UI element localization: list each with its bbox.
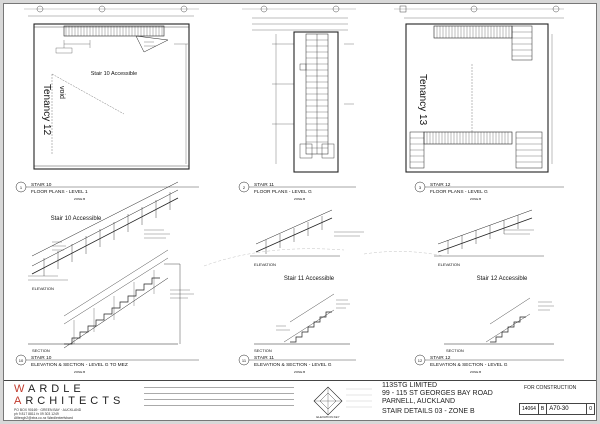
drawing-10-number: 10 [19,358,24,363]
issue-status: FOR CONSTRUCTION [524,385,577,391]
sheet-number-box: 14064 B A70-30 0 [519,403,595,415]
drawing-1-zone: ZONE B [74,197,85,201]
stair10-elevation-section [28,181,194,349]
site-address-line1: 99 - 115 ST GEORGES BAY ROAD [382,390,493,397]
drawing-11-number: 11 [242,358,247,363]
drawing-2-number: 2 [243,185,246,190]
elevation-key-caption: ELEVATION KEY [316,415,339,419]
stair12-section-label: Stair 12 Accessible [477,276,528,282]
drawing-sheet: Stair 10 Accessible Tenancy 12 void Tena… [3,3,597,421]
site-address-line2: PARNELL, AUCKLAND [382,398,456,405]
firm-email: Afitexgh2@xtra.co.nz Wardlexterfsbard [14,416,73,420]
title-block: WARDLE ARCHITECTS PO BOX 90169 · GREEN B… [4,380,596,420]
stair12-plan [394,5,564,173]
drawing-11-subtitle: ELEVATION & SECTION - LEVEL G [254,362,332,368]
drawing-2-title: STAIR 11 [254,182,274,188]
drawing-3-subtitle: FLOOR PLANS - LEVEL G [430,189,488,195]
firm-address: PO BOX 90169 · GREEN BAY · AUCKLAND [14,408,82,412]
drawing-3-number: 3 [419,185,422,190]
drawing-area: Stair 10 Accessible Tenancy 12 void Tena… [15,5,564,374]
client-name: 113STG LIMITED [382,382,438,389]
sheet-number: A70-30 [547,404,588,414]
drawing-1-number: 1 [20,185,23,190]
stair11-section-tag: SECTION [254,348,272,353]
job-number: 14064 [520,404,539,414]
stair11-elevation-tag: ELEVATION [254,262,276,267]
drawing-3-zone: ZONE B [470,197,481,201]
drawing-3-title: STAIR 12 [430,182,451,188]
firm-phone: ph 9 817 8811 fx 09 303 1249 [14,412,59,416]
stair12-section-tag: SECTION [446,348,464,353]
drawing-1-title: STAIR 10 [31,182,52,188]
stair11-plan [242,5,356,173]
stair12-elevation-tag: ELEVATION [438,262,460,267]
firm-logo: WARDLE ARCHITECTS PO BOX 90169 · GREEN B… [14,383,134,420]
drawing-12-number: 12 [418,358,423,363]
drawing-2-zone: ZONE B [294,197,305,201]
stair10-plan [24,5,199,170]
drawing-12-title: STAIR 12 [430,355,451,361]
drawing-11-zone: ZONE B [294,370,305,374]
drawing-12-zone: ZONE B [470,370,481,374]
project-info: 113STG LIMITED 99 - 115 ST GEORGES BAY R… [382,382,493,416]
drawing-11-title: STAIR 11 [254,355,274,361]
stair12-elevation-section [434,209,554,345]
drawing-12-subtitle: ELEVATION & SECTION - LEVEL G [430,362,508,368]
tenancy-13-label: Tenancy 13 [417,74,428,126]
general-notes [144,384,294,406]
stair10-plan-label: Stair 10 Accessible [91,71,137,77]
stair10-section-tag: SECTION [32,348,50,353]
stair11-elevation-section [250,209,364,345]
drawing-2-subtitle: FLOOR PLANS - LEVEL G [254,189,312,195]
sheet-title: STAIR DETAILS 03 - ZONE B [382,408,475,415]
revision-box: B [539,404,548,414]
drawing-10-subtitle: ELEVATION & SECTION - LEVEL G TO MEZ [31,362,128,368]
stair11-section-label: Stair 11 Accessible [284,276,335,282]
elevation-key: ELEVATION KEY [313,386,372,419]
stair10-section-label: Stair 10 Accessible [51,216,102,222]
drawing-10-title: STAIR 10 [31,355,52,361]
tenancy-12-label: Tenancy 12 [41,84,52,136]
stair10-elevation-tag: ELEVATION [32,286,54,291]
drawing-10-zone: ZONE B [74,370,85,374]
revision-number: 0 [589,406,592,412]
void-label: void [58,86,65,99]
drawing-1-subtitle: FLOOR PLANS - LEVEL 1 [31,189,88,195]
